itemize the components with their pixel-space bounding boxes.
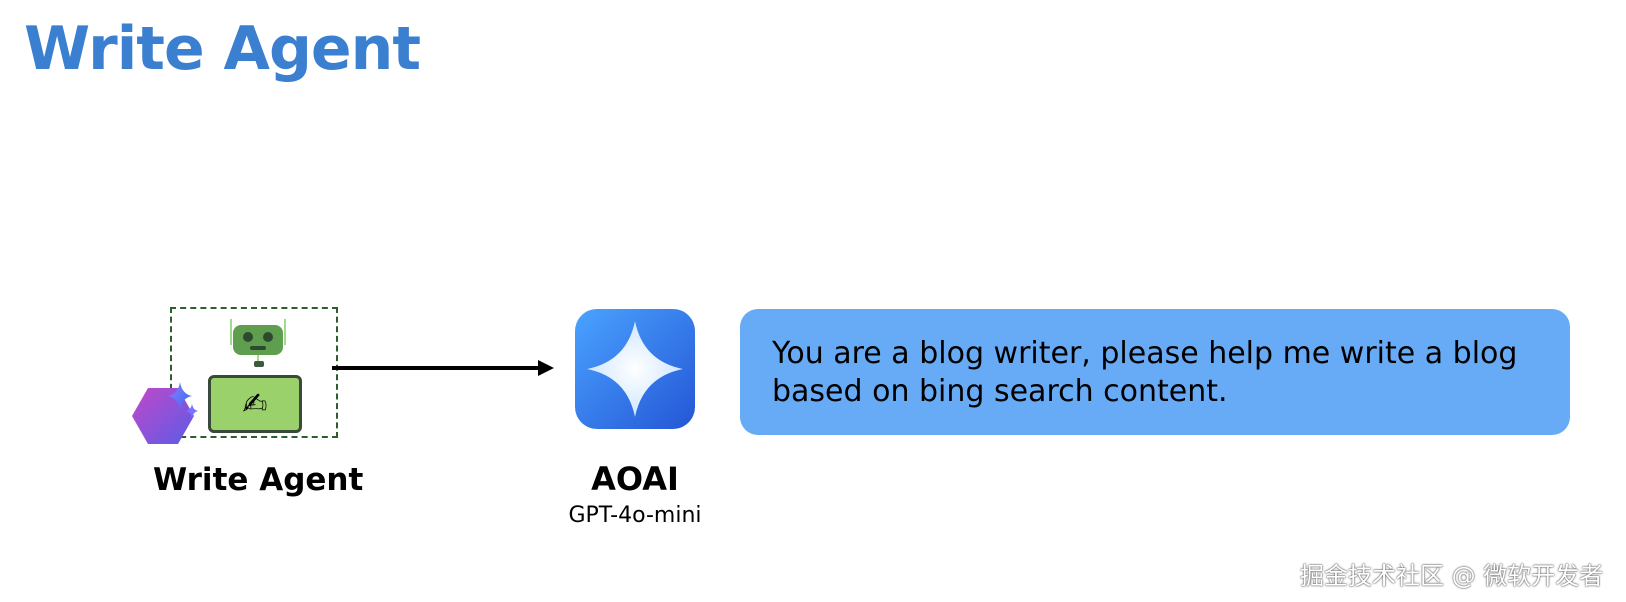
model-sublabel: GPT-4o-mini bbox=[568, 503, 702, 528]
azure-openai-sparkle-icon bbox=[575, 309, 695, 429]
model-label: AOAI bbox=[591, 460, 679, 498]
slide-title: Write Agent bbox=[24, 14, 421, 84]
writing-card: ✍ bbox=[208, 375, 302, 433]
agent-label: Write Agent bbox=[153, 462, 364, 498]
robot-icon bbox=[230, 319, 286, 367]
flow-arrow bbox=[332, 360, 554, 376]
agent-dashed-frame bbox=[170, 307, 338, 438]
watermark: 掘金技术社区 @ 微软开发者 bbox=[1300, 562, 1604, 590]
system-prompt-box: You are a blog writer, please help me wr… bbox=[740, 309, 1570, 435]
writing-hand-icon: ✍ bbox=[242, 386, 268, 422]
sparkle-hexagon-icon bbox=[132, 382, 198, 444]
system-prompt-text: You are a blog writer, please help me wr… bbox=[772, 336, 1518, 409]
